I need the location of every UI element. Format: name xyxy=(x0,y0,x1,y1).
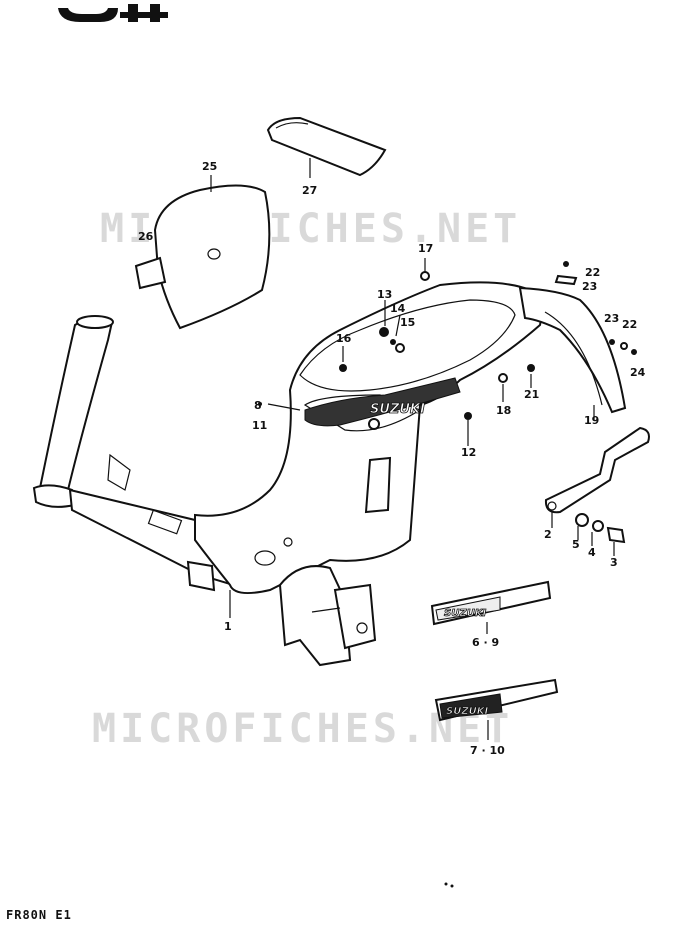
callout-17: 17 xyxy=(418,242,433,255)
emblem-6-text: SUZUKI xyxy=(444,608,486,619)
callout-6-9: 6 · 9 xyxy=(472,636,499,649)
callout-23a: 23 xyxy=(582,280,597,293)
callout-2: 2 xyxy=(544,528,552,541)
part-19-rear-fender xyxy=(518,286,627,420)
part-25-box-lid xyxy=(134,175,271,330)
callout-26: 26 xyxy=(138,230,154,243)
part-7-emblem: SUZUKI xyxy=(434,678,559,740)
part-1-frame-body xyxy=(32,281,543,667)
callout-27: 27 xyxy=(302,184,317,197)
callout-19: 19 xyxy=(584,414,599,427)
callout-14: 14 xyxy=(390,302,406,315)
part-2-stay-bracket xyxy=(544,426,650,556)
callout-5: 5 xyxy=(572,538,580,551)
small-hardware xyxy=(258,258,637,446)
header-logo-fragment xyxy=(58,4,168,22)
callout-22a: 22 xyxy=(585,266,600,279)
callout-22b: 22 xyxy=(622,318,637,331)
callout-13: 13 xyxy=(377,288,392,301)
callout-18: 18 xyxy=(496,404,511,417)
part-27-cover-plate xyxy=(266,116,387,178)
callout-3: 3 xyxy=(610,556,618,569)
callout-12: 12 xyxy=(461,446,476,459)
callout-1: 1 xyxy=(224,620,232,633)
diagram-footer-code: FR80N E1 xyxy=(6,908,72,922)
callout-4: 4 xyxy=(588,546,596,559)
body-emblem-text: SUZUKI xyxy=(370,402,425,417)
callout-21: 21 xyxy=(524,388,539,401)
callout-25: 25 xyxy=(202,160,217,173)
emblem-7-text: SUZUKI xyxy=(446,706,488,717)
stray-dot xyxy=(444,882,448,886)
callout-7-10: 7 · 10 xyxy=(470,744,505,757)
callout-15: 15 xyxy=(400,316,415,329)
callout-11: 11 xyxy=(252,419,267,432)
callout-23b: 23 xyxy=(604,312,619,325)
callout-16: 16 xyxy=(336,332,352,345)
part-8-body-emblem: SUZUKI xyxy=(304,377,461,430)
callout-24: 24 xyxy=(630,366,646,379)
stray-dot xyxy=(450,884,454,888)
part-6-emblem: SUZUKI xyxy=(430,580,552,634)
callout-8: 8 xyxy=(254,399,262,412)
